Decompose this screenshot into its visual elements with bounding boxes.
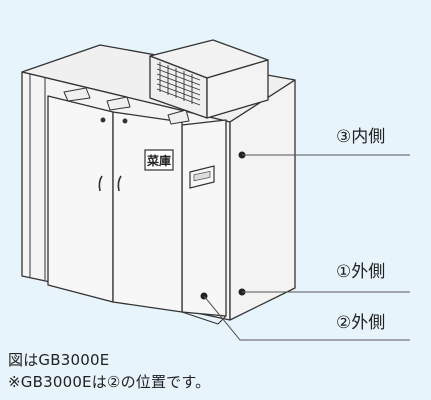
doors — [47, 87, 190, 313]
door-sign-text: 菜庫 — [146, 153, 171, 168]
right-door-handle — [117, 175, 122, 192]
caption-model: 図はGB3000E — [8, 351, 110, 369]
unit-grille — [156, 62, 201, 106]
label-outer-right: ①外側 — [336, 262, 385, 282]
label-inner: ③内側 — [336, 127, 385, 147]
center-door-hinge — [106, 96, 131, 111]
right-door-hinge — [167, 109, 190, 125]
unit-side — [206, 59, 269, 119]
front-right-panel — [181, 119, 227, 317]
control-panel — [189, 165, 215, 189]
callouts: ③内側 ①外側 ②外側 — [200, 127, 410, 341]
left-door-hinge — [63, 87, 91, 102]
right-door — [112, 111, 183, 313]
caption-note: ※GB3000Eは②の位置です。 — [8, 373, 211, 391]
cabinet-right-side — [229, 79, 296, 321]
condensing-unit — [149, 39, 269, 119]
door-sign: 菜庫 — [144, 149, 174, 171]
left-door-handle — [98, 175, 103, 192]
label-outer-front: ②外側 — [336, 313, 385, 333]
leader-line-outer-front — [203, 295, 410, 341]
left-door — [47, 95, 114, 303]
